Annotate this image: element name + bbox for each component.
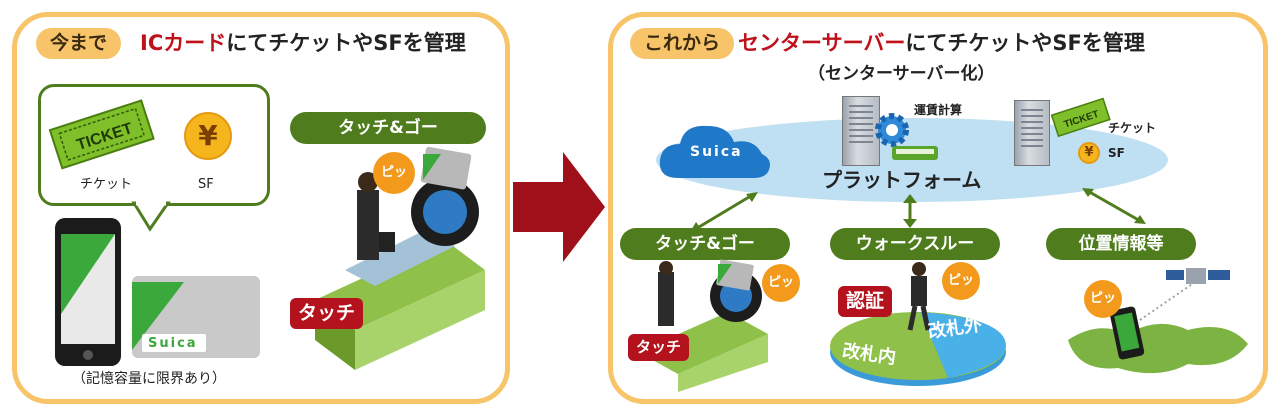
fare-calc-label: 運賃計算 xyxy=(914,103,963,117)
ticket-text: TICKET xyxy=(75,120,135,154)
future-heading-rest: にてチケットやSFを管理 xyxy=(905,31,1145,55)
suica-cloud-label: Suica xyxy=(690,144,743,160)
ticket-caption: チケット xyxy=(80,177,133,192)
ticket-icon xyxy=(48,99,155,170)
walk-connector-arrow xyxy=(903,194,917,228)
future-heading-highlight: センターサーバー xyxy=(738,31,906,55)
ticket-text-layer: TICKET xyxy=(75,120,135,154)
train-icon xyxy=(892,146,938,160)
location-map-illustration xyxy=(1068,268,1248,374)
current-heading-rest: にてチケットやSFを管理 xyxy=(226,31,466,55)
current-heading-highlight: ICカード xyxy=(140,31,227,55)
current-pill: 今まで xyxy=(36,28,122,59)
touch-tag: タッチ xyxy=(290,298,364,329)
gear-icon xyxy=(875,113,909,147)
pip-bubble: ピッ xyxy=(373,152,415,194)
card-brand: Suica xyxy=(148,336,198,351)
ticket-label: チケット xyxy=(1108,121,1157,135)
fare-server-icon xyxy=(842,96,880,166)
sf-label: SF xyxy=(1108,146,1125,160)
smartphone-icon xyxy=(55,218,121,366)
yen-coin-icon: ¥ xyxy=(184,112,232,160)
location-connector-arrow xyxy=(1082,188,1146,224)
yen-small-icon: ¥ xyxy=(1078,142,1100,164)
future-pip-bubble-1: ピッ xyxy=(762,264,800,302)
bubble-tail xyxy=(131,200,171,232)
future-touch-tag: タッチ xyxy=(628,334,690,361)
suica-cloud-icon xyxy=(659,125,770,178)
ticket-server-icon xyxy=(1014,100,1050,166)
auth-tag: 認証 xyxy=(838,286,893,317)
future-subheading: （センターサーバー化） xyxy=(808,64,995,84)
location-label: 位置情報等 xyxy=(1046,228,1196,260)
future-touch-go-label: タッチ&ゴー xyxy=(620,228,790,260)
touch-go-label: タッチ&ゴー xyxy=(290,112,486,144)
ticket-small-icon: TICKET xyxy=(1050,97,1111,138)
card-label-bg xyxy=(142,334,206,352)
platform-label: プラットフォーム xyxy=(822,168,982,192)
memory-caption: （記憶容量に限界あり） xyxy=(72,371,226,387)
walk-through-floor xyxy=(830,312,1006,386)
walk-through-label: ウォークスルー xyxy=(830,228,1000,260)
transition-arrow-icon xyxy=(513,152,605,262)
sf-caption: SF xyxy=(198,177,214,192)
walking-person-icon xyxy=(907,262,931,331)
future-pip-bubble-2: ピッ xyxy=(942,262,980,300)
current-heading: ICカードにてチケットやSFを管理 xyxy=(140,33,466,54)
future-pill: これから xyxy=(630,28,735,59)
future-heading: センターサーバーにてチケットやSFを管理 xyxy=(738,33,1145,54)
future-pip-bubble-3: ピッ xyxy=(1084,280,1122,318)
